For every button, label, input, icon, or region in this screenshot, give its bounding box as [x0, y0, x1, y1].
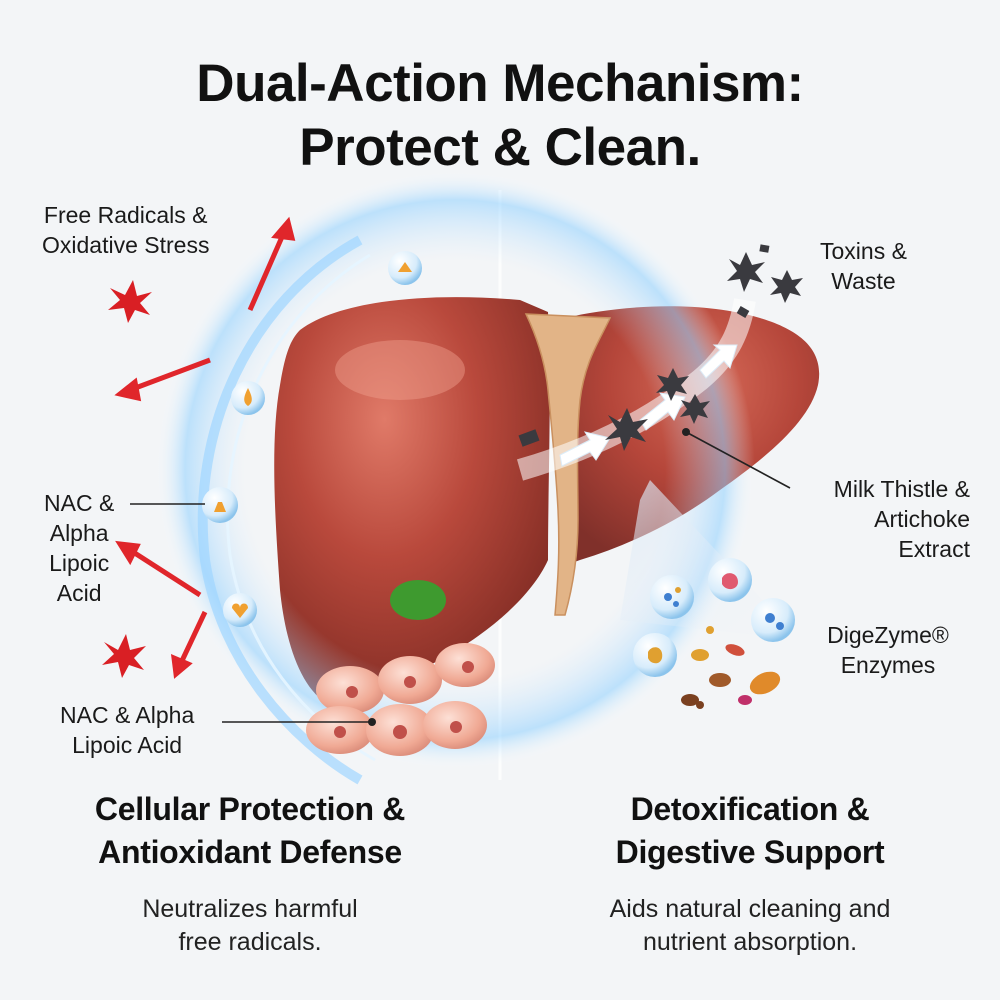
label-nac-alpha-lower: NAC & Alpha Lipoic Acid — [60, 700, 194, 760]
label-milk-thistle: Milk Thistle & Artichoke Extract — [800, 474, 970, 564]
free-radical-icon — [102, 280, 152, 678]
left-description: Neutralizes harmful free radicals. — [30, 893, 470, 959]
label-toxins-waste: Toxins & Waste — [820, 236, 907, 296]
left-heading: Cellular Protection & Antioxidant Defens… — [30, 788, 470, 874]
right-heading: Detoxification & Digestive Support — [530, 788, 970, 874]
label-free-radicals: Free Radicals & Oxidative Stress — [42, 200, 209, 260]
label-digezyme-enzymes: DigeZyme® Enzymes — [808, 620, 968, 680]
label-nac-alpha-upper: NAC & Alpha Lipoic Acid — [44, 488, 114, 608]
leader-dot-milk-thistle — [682, 428, 690, 436]
right-description: Aids natural cleaning and nutrient absor… — [530, 893, 970, 959]
leader-dot-nac-lower — [368, 718, 376, 726]
